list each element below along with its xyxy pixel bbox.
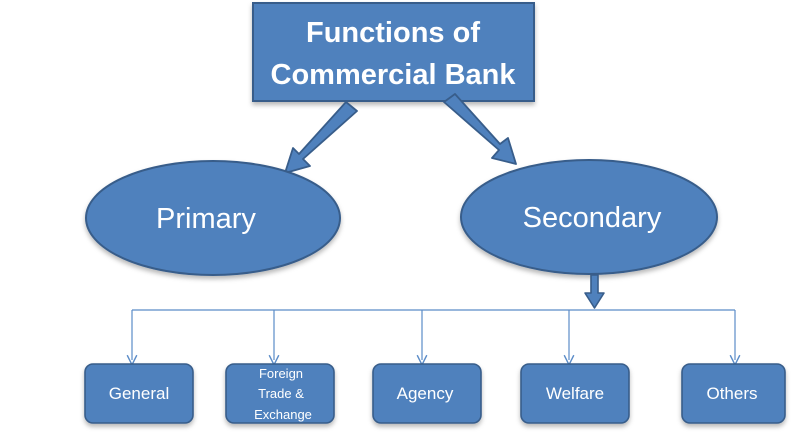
- leaf-foreign-trade: Foreign Trade & Exchange: [225, 363, 335, 424]
- secondary-label: Secondary: [523, 202, 662, 234]
- leaf-agency-label: Agency: [397, 384, 454, 403]
- leaf-others-label: Others: [706, 384, 757, 403]
- primary-node: Primary: [85, 160, 341, 276]
- leaf-foreign-trade-label-line-3: Exchange: [254, 407, 312, 422]
- leaf-welfare-label: Welfare: [546, 384, 604, 403]
- arrow-from-secondary: [584, 274, 605, 309]
- root-title-line-1: Functions of: [306, 17, 480, 49]
- leaf-welfare: Welfare: [520, 363, 630, 424]
- leaf-general-label: General: [109, 384, 169, 403]
- root-title-line-2: Commercial Bank: [271, 59, 517, 91]
- secondary-node: Secondary: [460, 159, 718, 275]
- leaf-others: Others: [681, 363, 786, 424]
- leaf-connectors: [132, 309, 735, 360]
- arrow-to-secondary: [443, 93, 517, 165]
- arrow-to-primary: [284, 101, 358, 174]
- leaf-foreign-trade-label-line-2: Trade &: [258, 386, 304, 401]
- leaf-general: General: [84, 363, 194, 424]
- leaf-agency: Agency: [372, 363, 482, 424]
- primary-label: Primary: [156, 203, 256, 235]
- leaf-foreign-trade-label-line-1: Foreign: [259, 366, 303, 381]
- root-node: Functions of Commercial Bank: [252, 2, 535, 102]
